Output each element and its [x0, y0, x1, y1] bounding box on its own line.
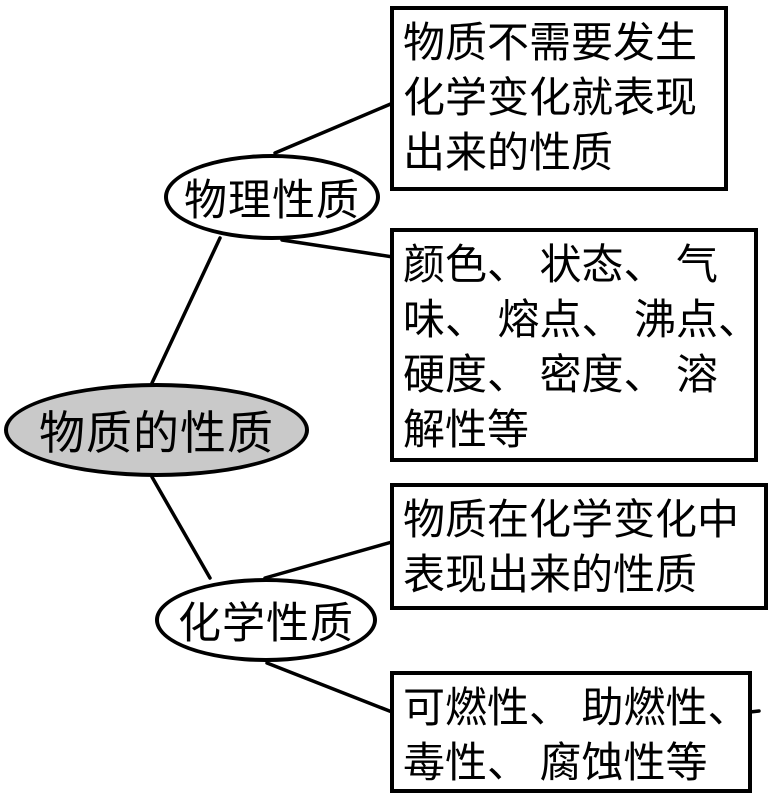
connector-chemical-to-definition [263, 540, 394, 580]
node-substance-properties-label: 物质的性质 [39, 408, 274, 459]
connector-physical-to-examples [280, 238, 395, 259]
node-chemical-properties: 化学性质 [155, 578, 377, 662]
physical-examples-line: 硬度、 密度、 溶 [403, 353, 719, 399]
connector-chemical-to-examples [265, 661, 394, 714]
box-chemical-definition: 物质在化学变化中 表现出来的性质 [390, 483, 768, 610]
node-chemical-properties-label: 化学性质 [178, 601, 354, 648]
node-physical-properties: 物理性质 [164, 154, 380, 240]
node-physical-properties-label: 物理性质 [184, 178, 360, 225]
box-chemical-examples: 可燃性、 助燃性、 毒性、 腐蚀性等 [390, 671, 752, 793]
physical-definition-line: 物质不需要发生 [403, 21, 698, 67]
chemical-examples-line: 毒性、 腐蚀性等 [403, 741, 708, 787]
physical-examples-line: 解性等 [403, 408, 530, 454]
connector-root-to-physical [150, 236, 222, 385]
physical-examples-line: 味、 熔点、 沸点、 [403, 298, 761, 344]
connector-root-to-chemical [150, 475, 212, 580]
physical-examples-line: 颜色、 状态、 气 [403, 243, 719, 289]
physical-definition-line: 化学变化就表现 [403, 76, 698, 122]
physical-definition-line: 出来的性质 [403, 131, 614, 177]
connector-physical-to-definition [273, 101, 395, 155]
node-substance-properties: 物质的性质 [4, 383, 309, 477]
box-physical-examples: 颜色、 状态、 气 味、 熔点、 沸点、 硬度、 密度、 溶 解性等 [390, 228, 761, 462]
box-physical-definition: 物质不需要发生 化学变化就表现 出来的性质 [390, 6, 728, 191]
chemical-definition-line: 物质在化学变化中 [403, 498, 740, 544]
chemical-definition-line: 表现出来的性质 [403, 553, 698, 599]
chemical-examples-line: 可燃性、 助燃性、 [403, 686, 750, 732]
